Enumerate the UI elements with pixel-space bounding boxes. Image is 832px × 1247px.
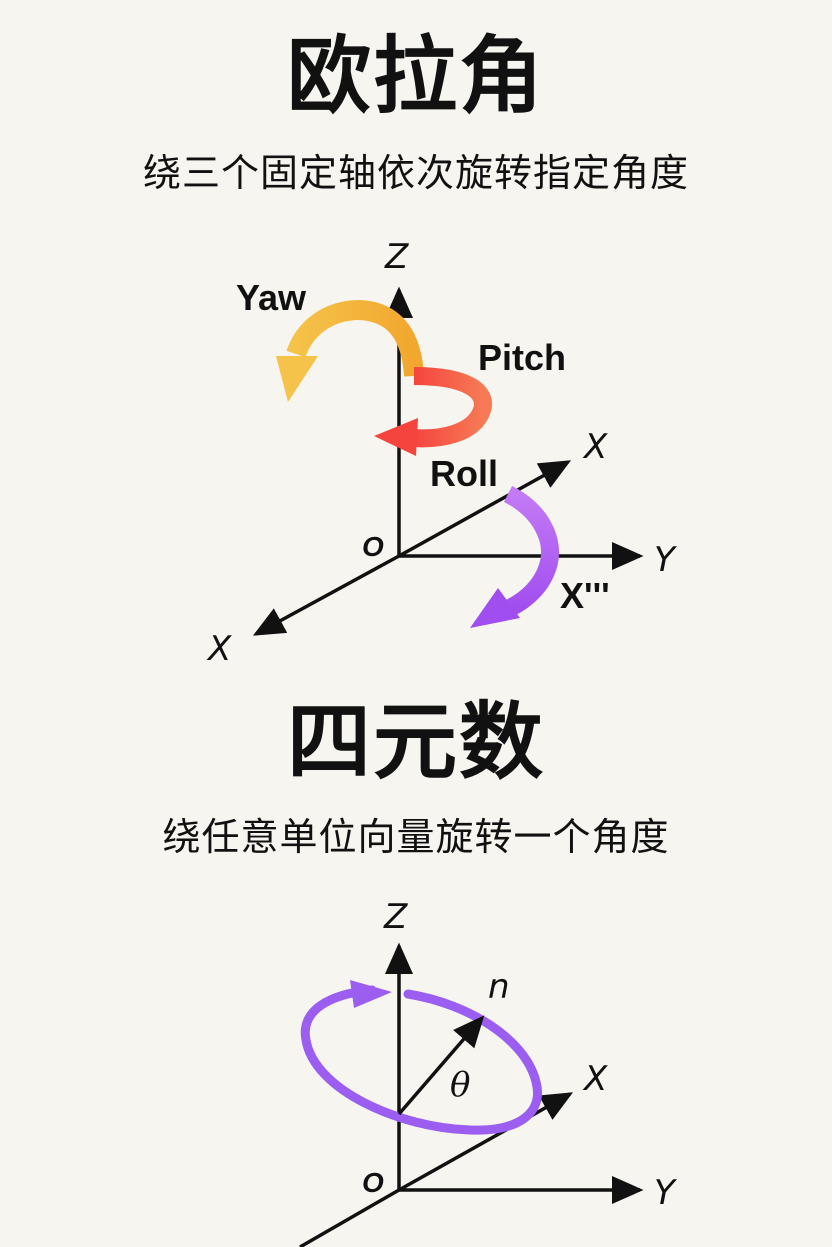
quat-y-label: Y [654,1173,677,1213]
euler-diagram: Z X Y X X''' O Yaw Pitch Roll [206,237,677,669]
theta-label: θ [450,1065,470,1105]
euler-origin-label: O [362,531,384,562]
pitch-arrow [374,367,492,456]
euler-z-label: Z [384,237,409,277]
pitch-label: Pitch [478,337,566,378]
euler-x-upper-axis [398,460,572,558]
euler-x-lower-axis [252,554,400,636]
euler-x-upper-label: X [582,427,608,467]
quat-x-axis [398,1092,574,1192]
quaternion-title: 四元数 [286,693,545,791]
n-vector [397,1015,485,1116]
yaw-arrow [276,299,424,402]
quaternion-subtitle: 绕任意单位向量旋转一个角度 [162,815,670,859]
yaw-label: Yaw [236,277,307,318]
euler-x-lower-label: X [206,629,232,669]
n-vector-label: n [488,967,510,1007]
euler-y-label: Y [654,540,677,580]
roll-arrow [470,485,559,628]
quat-z-label: Z [383,897,408,937]
roll-label: Roll [430,453,498,494]
quat-origin-label: O [362,1167,384,1198]
euler-x-rotated-label: X''' [560,575,610,616]
euler-subtitle: 绕三个固定轴依次旋转指定角度 [142,151,689,195]
euler-title: 欧拉角 [286,27,545,125]
quat-x-lower-axis [299,1188,400,1247]
quaternion-diagram: Z X Y O n θ [299,897,677,1247]
rotation-ring [300,980,542,1135]
quat-x-label: X [582,1059,608,1099]
